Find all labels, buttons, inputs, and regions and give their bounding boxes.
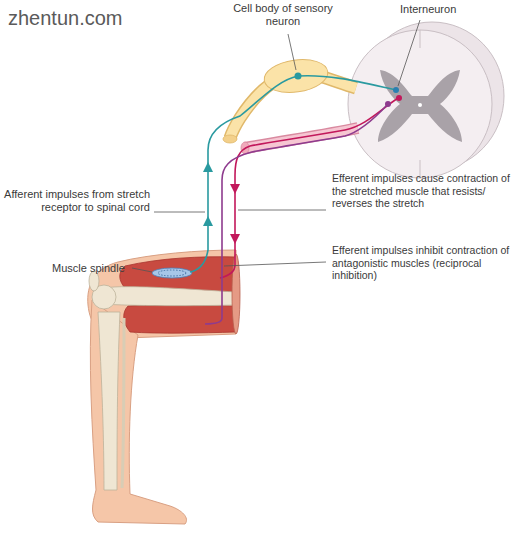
leader-line bbox=[288, 34, 296, 70]
part-label: Interneuron bbox=[400, 3, 456, 16]
afferent-arrow bbox=[203, 162, 213, 172]
efferent-arrow bbox=[230, 184, 240, 194]
synapse bbox=[393, 87, 399, 93]
spinal-cord-front bbox=[348, 30, 492, 178]
lower-leg-skin bbox=[90, 300, 186, 524]
muscle-spindle bbox=[152, 268, 192, 278]
hamstring-muscle bbox=[124, 305, 236, 333]
sensory-cell-body bbox=[295, 73, 302, 80]
efferent-arrow bbox=[230, 234, 240, 244]
leader-line bbox=[154, 212, 205, 213]
leader-line bbox=[398, 20, 420, 86]
afferent-arrow bbox=[203, 216, 213, 226]
callout-label: Afferent impulses from stretch receptor … bbox=[4, 188, 150, 214]
callout-label: Efferent impulses inhibit contraction of… bbox=[332, 244, 520, 282]
nerve-cut-end bbox=[223, 135, 237, 143]
interneuron-body bbox=[385, 101, 391, 107]
fissure bbox=[420, 30, 421, 178]
watermark: zhentun.com bbox=[8, 6, 123, 30]
grey-matter bbox=[378, 70, 462, 142]
inhibitory-neuron bbox=[205, 104, 388, 324]
callout-label: Efferent impulses cause contraction of t… bbox=[332, 172, 520, 210]
leader-line bbox=[224, 262, 326, 266]
part-label: Muscle spindle bbox=[52, 262, 125, 275]
fibula bbox=[122, 318, 124, 488]
tibia bbox=[98, 312, 120, 490]
spindle-coil bbox=[158, 270, 186, 276]
leader-line bbox=[132, 268, 152, 272]
synapse bbox=[396, 95, 402, 101]
part-label: Cell body of sensory neuron bbox=[225, 2, 341, 28]
leader-line bbox=[238, 210, 326, 211]
central-canal bbox=[418, 103, 422, 107]
femur bbox=[98, 287, 236, 306]
